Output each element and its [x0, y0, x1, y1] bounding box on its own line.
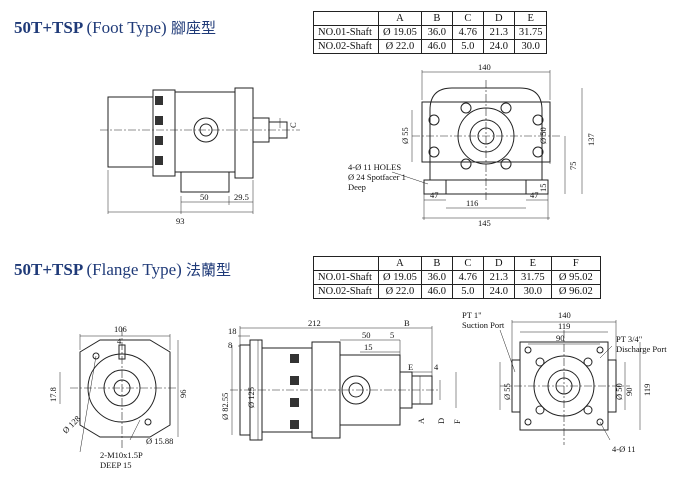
- foot-front-view: [391, 70, 583, 220]
- dim-label: Ø 125: [246, 387, 256, 408]
- table-row: NO.01-Shaft Ø 19.05 36.0 4.76 21.3 31.75…: [313, 270, 601, 285]
- dim-label: 18: [228, 326, 237, 336]
- dim-label: 15: [538, 184, 548, 193]
- dim-label: Ø 55: [400, 127, 410, 144]
- dim-label: Ø 24 Spotfacer 1: [348, 172, 406, 182]
- table-row: NO.02-Shaft Ø 22.0 46.0 5.0 24.0 30.0: [313, 39, 548, 54]
- dim-label: 17.8: [48, 387, 58, 402]
- dim-label: 90: [624, 388, 634, 397]
- dim-label: Ø 55: [502, 383, 512, 400]
- flange-title-type: (Flange Type): [86, 260, 182, 279]
- dim-label: 145: [478, 218, 491, 228]
- dim-label: 4-Ø 11 HOLES: [348, 162, 401, 172]
- flange-title-bold: 50T+TSP: [14, 260, 83, 279]
- dim-label: B: [404, 318, 410, 328]
- dim-label: 50: [200, 192, 209, 202]
- foot-side-view: [100, 87, 300, 214]
- table-cell: NO.02-Shaft: [313, 284, 379, 299]
- foot-dimension-labels: 50 29.5 93 C 140 Ø 55 Ø 50 137 75 15 47 …: [176, 62, 596, 228]
- dim-label: 137: [586, 133, 596, 146]
- dim-label: PT 1": [462, 310, 482, 320]
- dim-label: Ø 50: [614, 383, 624, 400]
- dim-label: 4: [117, 336, 122, 346]
- foot-title-type: (Foot Type): [86, 18, 167, 37]
- dim-label: Ø 50: [538, 127, 548, 144]
- foot-type-title: 50T+TSP (Foot Type) 腳座型: [14, 17, 216, 38]
- dim-label: Deep: [348, 182, 366, 192]
- dim-label: 96: [178, 390, 188, 399]
- flange-front-view: [499, 320, 641, 445]
- dim-label: 140: [478, 62, 491, 72]
- dim-label: 47: [530, 190, 539, 200]
- dim-label: 75: [568, 162, 578, 171]
- dim-label: 5: [390, 330, 394, 340]
- table-cell: 46.0: [420, 39, 453, 54]
- dim-label: 93: [176, 216, 185, 226]
- dim-label: F: [452, 419, 462, 424]
- dim-label: 8: [228, 340, 232, 350]
- dim-label: C: [288, 122, 298, 128]
- dim-label: DEEP 15: [100, 460, 132, 470]
- dim-label: 212: [308, 318, 321, 328]
- dim-label: 119: [642, 384, 652, 396]
- table-row: NO.02-Shaft Ø 22.0 46.0 5.0 24.0 30.0 Ø …: [313, 284, 601, 299]
- dim-label: PT 3/4": [616, 334, 642, 344]
- dim-label: 15: [364, 342, 373, 352]
- foot-title-cjk: 腳座型: [170, 19, 216, 37]
- table-cell: NO.02-Shaft: [313, 39, 379, 54]
- flange-end-view: [59, 328, 179, 453]
- dim-label: 119: [558, 321, 570, 331]
- table-cell: 31.75: [513, 25, 548, 40]
- dim-label: A: [416, 417, 426, 424]
- table-cell: 30.0: [513, 39, 548, 54]
- flange-spec-table: A B C D E F NO.01-Shaft Ø 19.05 36.0 4.7…: [313, 256, 601, 299]
- dim-label: 50: [362, 330, 371, 340]
- dim-label: 140: [558, 310, 571, 320]
- table-cell: Ø 96.02: [550, 284, 601, 299]
- dim-label: 116: [466, 198, 478, 208]
- dim-label: 29.5: [234, 192, 249, 202]
- dim-label: Suction Port: [462, 320, 505, 330]
- dim-label: 47: [430, 190, 439, 200]
- table-cell: 24.0: [482, 39, 515, 54]
- flange-side-view: [230, 326, 457, 441]
- dim-label: 4: [434, 362, 439, 372]
- dim-label: 2-M10x1.5P: [100, 450, 143, 460]
- flange-title-cjk: 法蘭型: [186, 261, 232, 279]
- foot-title-bold: 50T+TSP: [14, 18, 83, 37]
- dim-label: 106: [114, 324, 127, 334]
- dim-label: 90: [556, 333, 565, 343]
- dim-label: 4-Ø 11: [612, 444, 636, 454]
- dim-label: Ø 82.55: [220, 393, 230, 420]
- dim-label: Ø 15.88: [146, 436, 173, 446]
- flange-type-title: 50T+TSP (Flange Type) 法蘭型: [14, 259, 231, 280]
- dim-label: Ø 128: [60, 413, 82, 435]
- dim-label: Discharge Port: [616, 344, 667, 354]
- dim-label: E: [408, 362, 413, 372]
- foot-spec-table: A B C D E NO.01-Shaft Ø 19.05 36.0 4.76 …: [313, 11, 548, 54]
- dim-label: D: [436, 418, 446, 424]
